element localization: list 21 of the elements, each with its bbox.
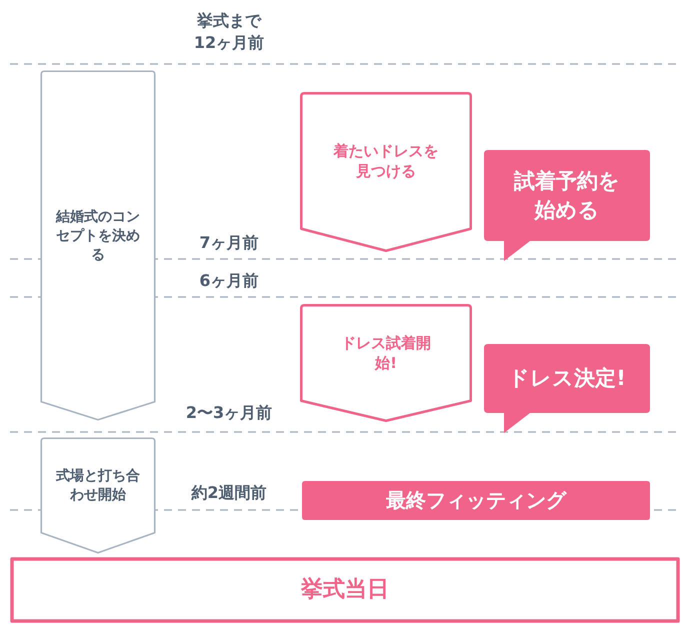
step-text: ドレス試着開始!	[340, 332, 432, 374]
step-text: 挙式当日	[301, 576, 389, 604]
time-label: 7ヶ月前	[198, 232, 260, 254]
time-label: 2〜3ヶ月前	[184, 402, 274, 424]
step-text: 着たいドレスを見つける	[332, 140, 440, 182]
speech-callout	[484, 344, 650, 433]
wedding-day-box	[10, 557, 680, 623]
step-box	[40, 437, 156, 554]
step-text: 試着予約を始める	[512, 168, 621, 224]
time-label: 約2週間前	[190, 482, 268, 504]
step-text: 最終フィッティング	[386, 487, 566, 514]
step-chevron	[300, 92, 472, 252]
step-text: 式場と打ち合わせ開始	[54, 466, 141, 504]
step-chevron	[300, 304, 472, 422]
time-label: 6ヶ月前	[198, 270, 260, 292]
step-text: 結婚式のコンセプトを決める	[54, 208, 141, 265]
time-label: 挙式まで12ヶ月前	[192, 10, 266, 54]
step-box	[40, 70, 156, 421]
step-text: ドレス決定!	[508, 365, 626, 392]
milestone-bar	[302, 481, 650, 520]
speech-callout	[484, 150, 650, 261]
